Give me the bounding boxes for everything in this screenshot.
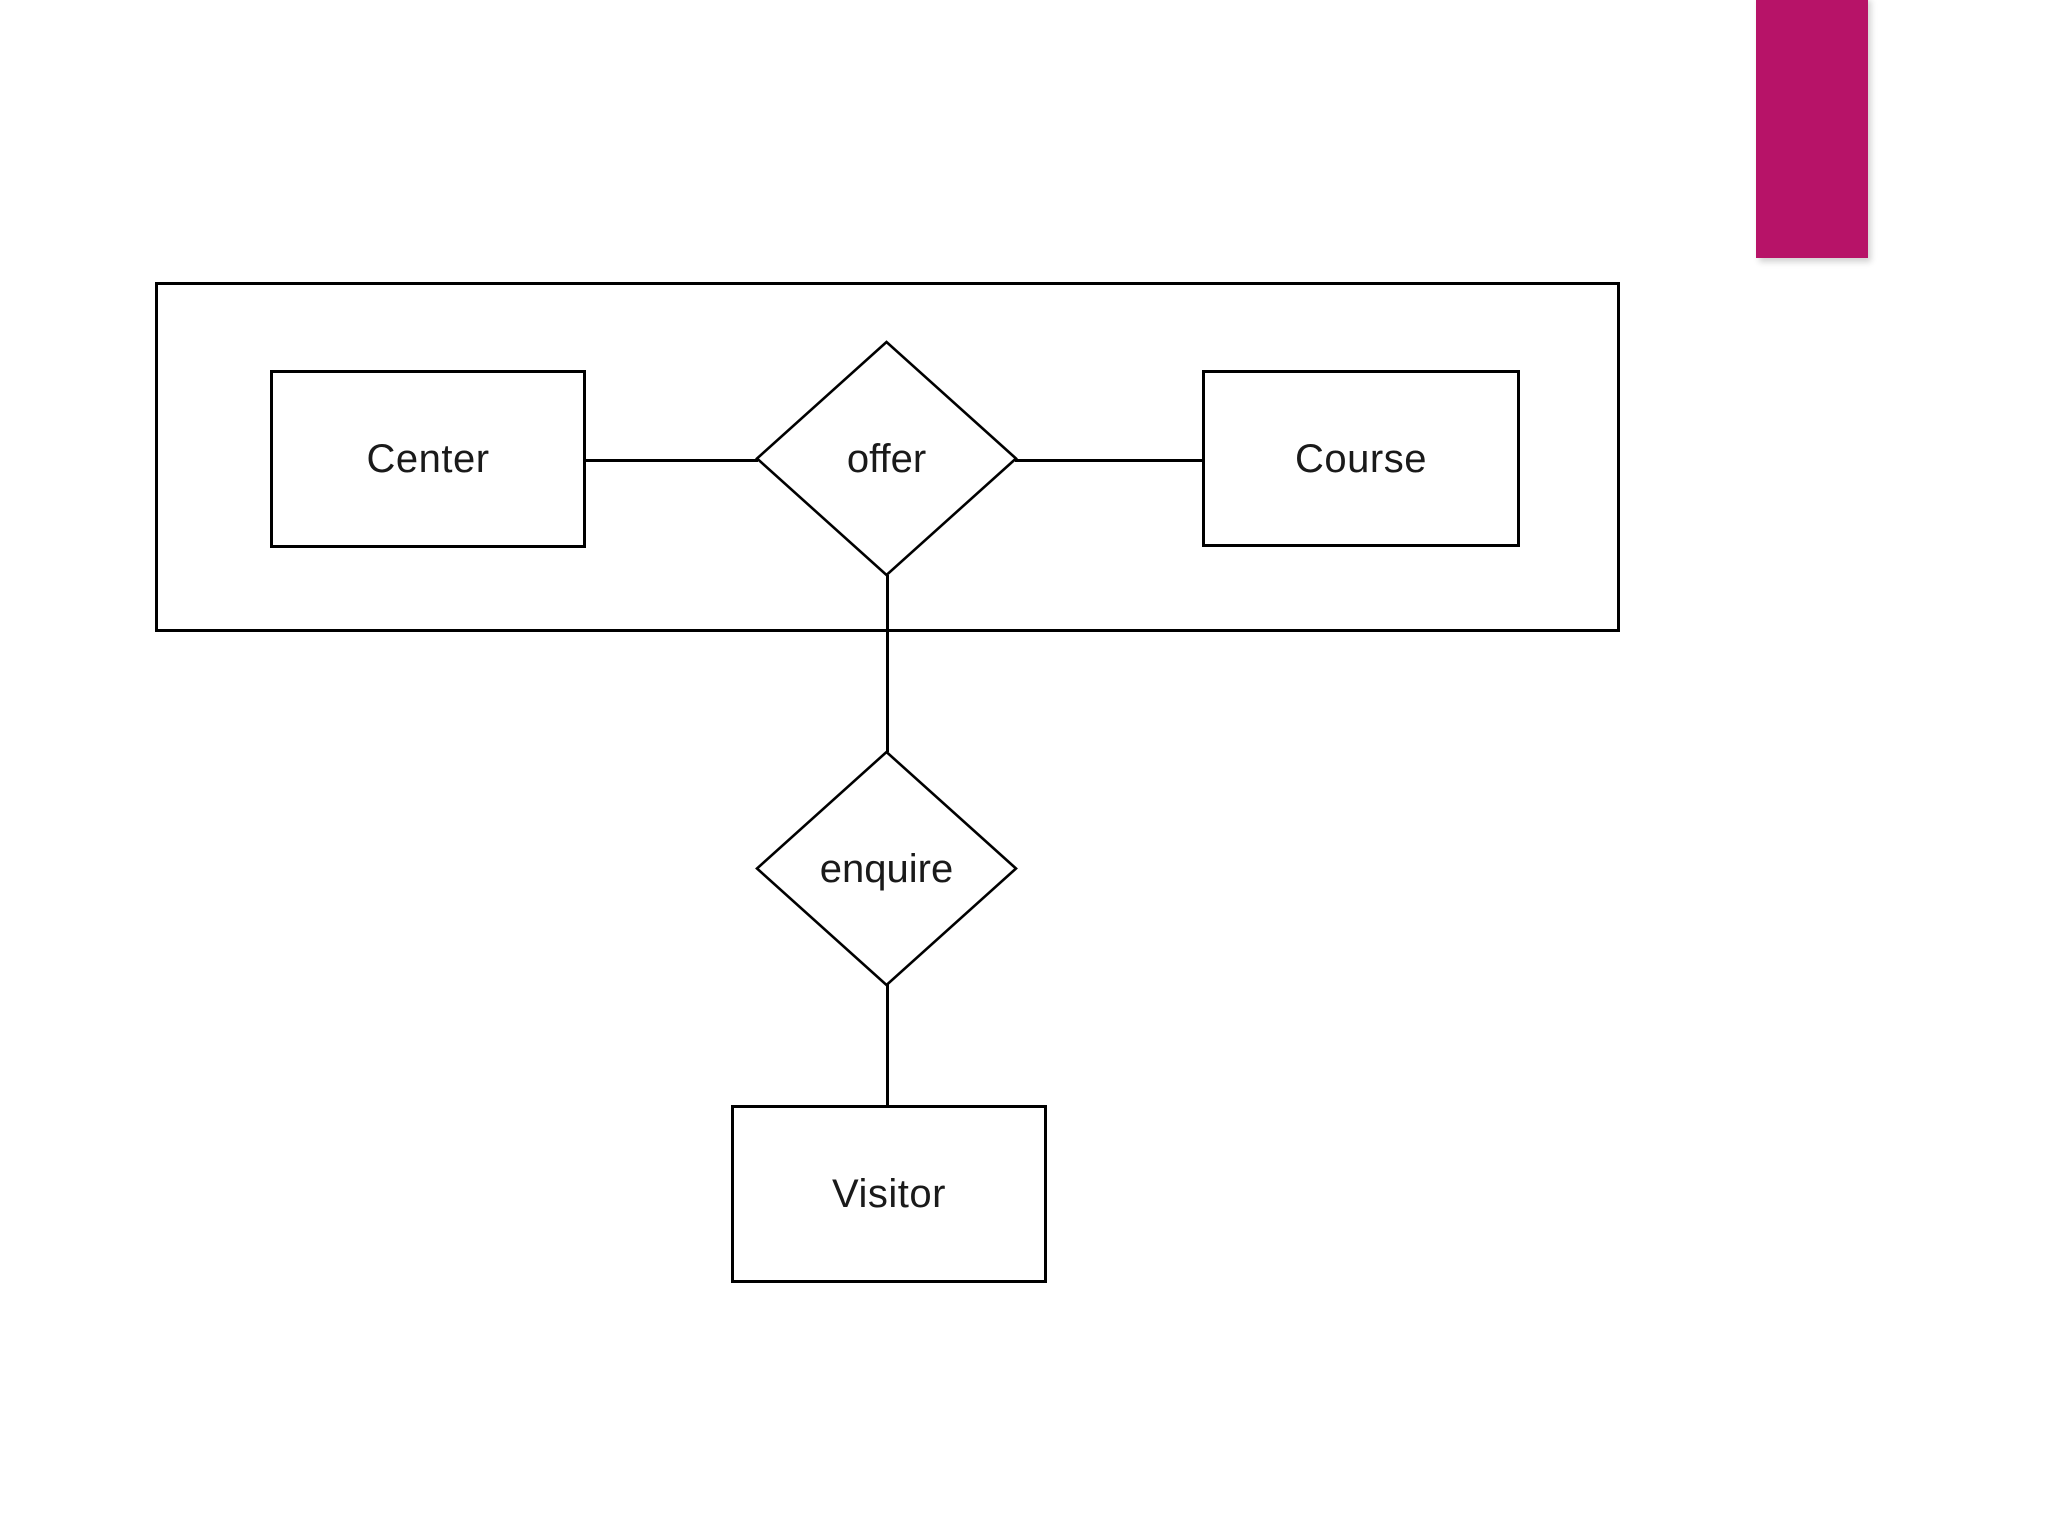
entity-course[interactable]: Course [1202, 370, 1520, 547]
accent-bar [1756, 0, 1868, 258]
connector-center-offer [584, 459, 758, 462]
entity-visitor-label: Visitor [832, 1172, 946, 1216]
relationship-offer[interactable]: offer [755, 340, 1018, 577]
connector-offer-course [1015, 459, 1203, 462]
diamond-shape-offer [755, 340, 1018, 577]
entity-center[interactable]: Center [270, 370, 586, 548]
entity-course-label: Course [1295, 436, 1427, 481]
connector-enquire-visitor [886, 984, 889, 1107]
diamond-shape-enquire [755, 750, 1018, 987]
entity-center-label: Center [366, 437, 490, 481]
connector-offer-enquire [886, 575, 889, 752]
relationship-enquire[interactable]: enquire [755, 750, 1018, 987]
entity-visitor[interactable]: Visitor [731, 1105, 1047, 1283]
